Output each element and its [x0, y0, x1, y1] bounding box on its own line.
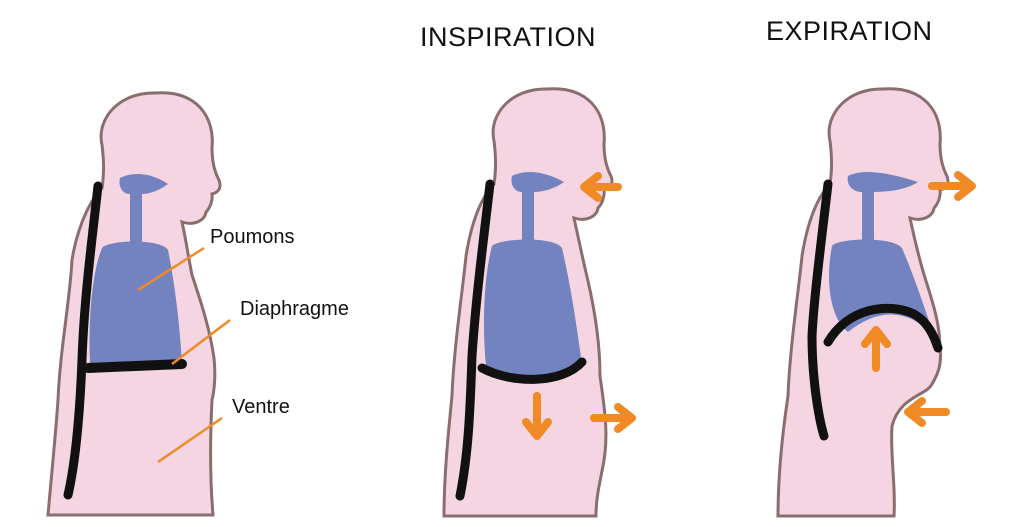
diaphragm-down-arrow	[522, 392, 552, 440]
diaphragm-raised	[823, 303, 943, 353]
airway	[119, 174, 168, 250]
expiration-title: EXPIRATION	[766, 16, 933, 46]
belly-in-arrow	[904, 397, 950, 427]
figure-inspiration	[442, 87, 614, 518]
poumons-label: Poumons	[210, 226, 295, 248]
spine	[807, 179, 833, 441]
diaphragm-lowered	[477, 357, 587, 384]
airway	[511, 172, 564, 248]
diaphragme-label: Diaphragme	[240, 298, 349, 320]
air-in-arrow	[580, 172, 622, 202]
airway	[847, 172, 918, 248]
diaphragme-leader-line	[171, 319, 231, 365]
lungs-expanded	[484, 239, 582, 376]
ventre-leader-line	[157, 416, 223, 464]
diaphragm	[83, 359, 187, 373]
spine	[63, 181, 103, 500]
diaphragm-up-arrow	[861, 326, 891, 372]
lungs	[89, 241, 182, 364]
figure-expiration	[776, 87, 950, 518]
inspiration-title: INSPIRATION	[420, 22, 597, 52]
belly-out-arrow	[590, 403, 636, 433]
spine	[455, 179, 495, 501]
figure-anatomy	[46, 91, 231, 517]
poumons-leader-line	[137, 246, 205, 292]
ventre-label: Ventre	[232, 396, 290, 418]
air-out-arrow	[928, 171, 976, 201]
